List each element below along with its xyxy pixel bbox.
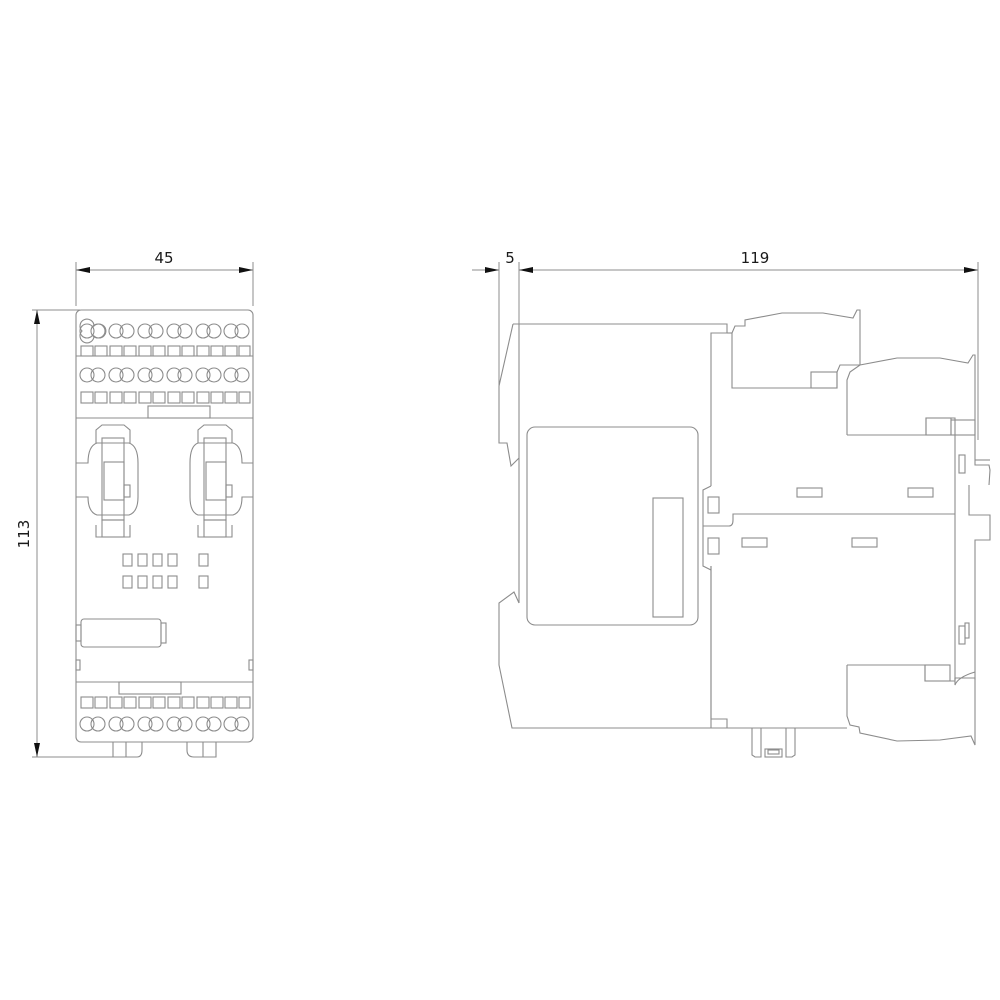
front-view: 45 113 [15, 249, 254, 758]
offset-label: 5 [505, 249, 515, 267]
arrow-up-icon [34, 310, 40, 324]
dimension-height: 113 [15, 309, 120, 758]
arrow-right-icon [239, 267, 253, 273]
din-rail-clips [112, 742, 217, 758]
screw-terminals-bottom-row [79, 716, 250, 732]
dimension-width: 45 [75, 249, 254, 306]
terminal-row-top-1 [79, 318, 107, 344]
dimension-depth: 5 119 [472, 249, 979, 440]
arrow-right-icon [485, 267, 499, 273]
memory-module-slot [75, 618, 254, 671]
clamp-openings-bottom-row [80, 696, 251, 709]
terminal-block-upper-2 [846, 354, 976, 436]
clamp-openings-top-row-2 [80, 391, 251, 404]
clamp-openings-top-row-1 [80, 345, 251, 357]
width-label: 45 [154, 249, 173, 267]
terminal-block-upper-1 [727, 309, 861, 389]
depth-label: 119 [741, 249, 770, 267]
housing-outline [75, 309, 254, 743]
side-view: 5 119 [472, 249, 991, 758]
screw-terminals-top-row-2 [79, 367, 250, 383]
arrow-down-icon [34, 743, 40, 757]
arrow-left-icon [519, 267, 533, 273]
plug-connector-right [189, 424, 253, 538]
label-strip-bottom [118, 681, 182, 695]
led-indicators [122, 553, 209, 589]
height-label: 113 [15, 520, 33, 549]
arrow-right-icon [964, 267, 978, 273]
rear-rail-mount [954, 420, 991, 680]
terminal-block-lower [846, 664, 976, 746]
din-rail-clip-side [727, 727, 847, 758]
side-housing [498, 323, 955, 729]
arrow-left-icon [76, 267, 90, 273]
label-strip-top [147, 405, 211, 419]
plug-connector-left [76, 424, 139, 538]
screw-terminals-top-row-1 [79, 323, 250, 339]
